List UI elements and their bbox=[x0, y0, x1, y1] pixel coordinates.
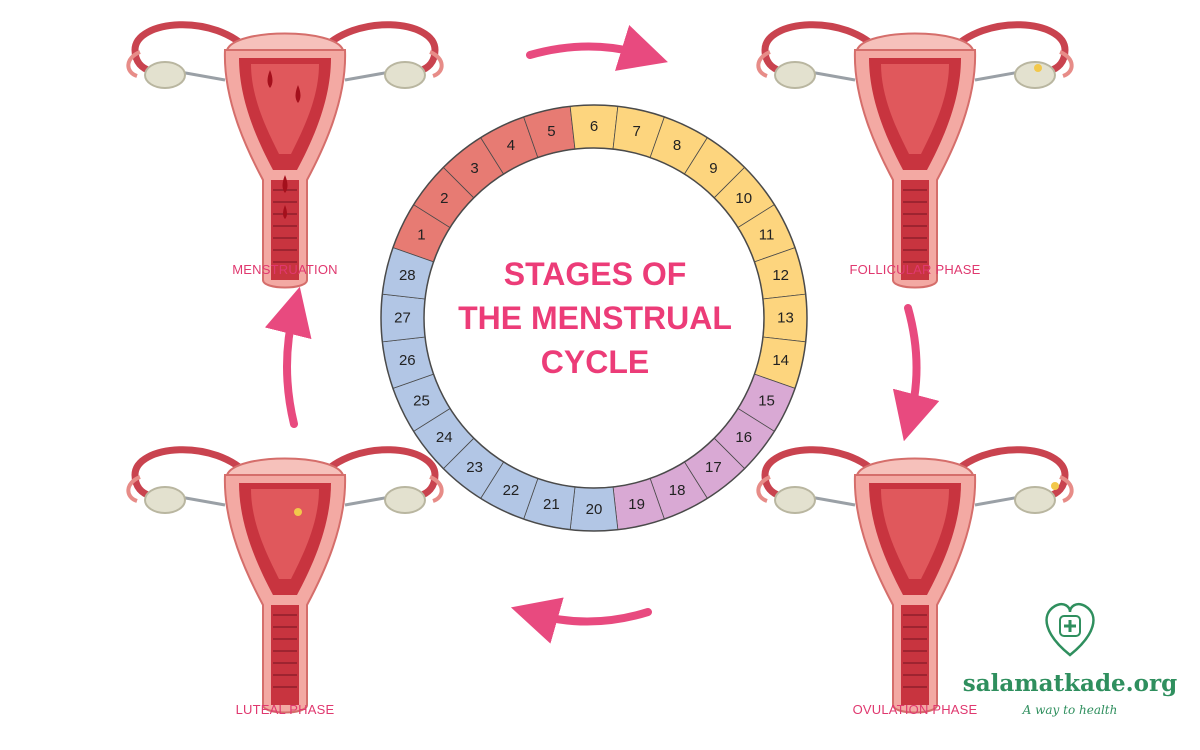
menstruation-label: MENSTRUATION bbox=[232, 262, 338, 277]
title-line-3: CYCLE bbox=[540, 344, 650, 380]
day-label-11: 11 bbox=[759, 226, 775, 243]
day-label-20: 20 bbox=[586, 501, 603, 518]
day-label-9: 9 bbox=[709, 160, 717, 177]
day-label-10: 10 bbox=[735, 190, 752, 207]
day-label-6: 6 bbox=[590, 118, 598, 135]
day-label-28: 28 bbox=[399, 267, 416, 284]
title-line-2: THE MENSTRUAL bbox=[458, 300, 732, 336]
day-label-12: 12 bbox=[772, 267, 789, 284]
ring-inner-border bbox=[423, 147, 765, 489]
released-egg-dot bbox=[1051, 482, 1059, 490]
day-label-27: 27 bbox=[394, 310, 411, 327]
ring-outer-border bbox=[380, 104, 808, 532]
follicle-dot bbox=[1034, 64, 1042, 72]
day-label-18: 18 bbox=[669, 482, 686, 499]
arrow-follicular-to-ovulation bbox=[892, 304, 940, 442]
day-label-21: 21 bbox=[543, 496, 560, 513]
arrow-menstruation-to-follicular bbox=[526, 24, 668, 71]
uterus-follicular-illustration bbox=[758, 25, 1071, 288]
day-label-2: 2 bbox=[440, 190, 448, 207]
day-label-22: 22 bbox=[503, 482, 520, 499]
uterus-luteal-illustration bbox=[128, 450, 441, 713]
logo-tagline: A way to health bbox=[1022, 703, 1118, 717]
arrow-luteal-to-menstruation bbox=[264, 286, 312, 428]
day-label-8: 8 bbox=[673, 137, 681, 154]
day-label-23: 23 bbox=[466, 459, 483, 476]
day-label-4: 4 bbox=[507, 137, 515, 154]
day-label-17: 17 bbox=[705, 459, 722, 476]
day-label-26: 26 bbox=[399, 352, 416, 369]
diagram-title: STAGES OF THE MENSTRUAL CYCLE bbox=[430, 252, 760, 384]
day-label-13: 13 bbox=[777, 310, 794, 327]
arrow-ovulation-to-luteal bbox=[510, 597, 652, 644]
day-label-16: 16 bbox=[735, 429, 752, 446]
day-label-1: 1 bbox=[417, 226, 425, 243]
ovulation-phase-label: OVULATION PHASE bbox=[852, 702, 978, 717]
day-label-15: 15 bbox=[758, 393, 775, 410]
egg-in-uterus-dot bbox=[294, 508, 302, 516]
menstrual-blood-drops bbox=[267, 70, 301, 219]
day-label-19: 19 bbox=[628, 496, 645, 513]
day-label-7: 7 bbox=[632, 123, 640, 140]
day-label-24: 24 bbox=[436, 429, 453, 446]
heart-medical-cross-icon bbox=[1045, 602, 1095, 657]
logo-domain-text: salamatkade.org bbox=[962, 670, 1178, 697]
day-label-3: 3 bbox=[470, 160, 478, 177]
day-label-5: 5 bbox=[547, 123, 555, 140]
follicular-phase-label: FOLLICULAR PHASE bbox=[849, 262, 981, 277]
day-label-14: 14 bbox=[772, 352, 789, 369]
luteal-phase-label: LUTEAL PHASE bbox=[235, 702, 335, 717]
day-label-25: 25 bbox=[413, 393, 430, 410]
title-line-1: STAGES OF bbox=[503, 256, 687, 292]
